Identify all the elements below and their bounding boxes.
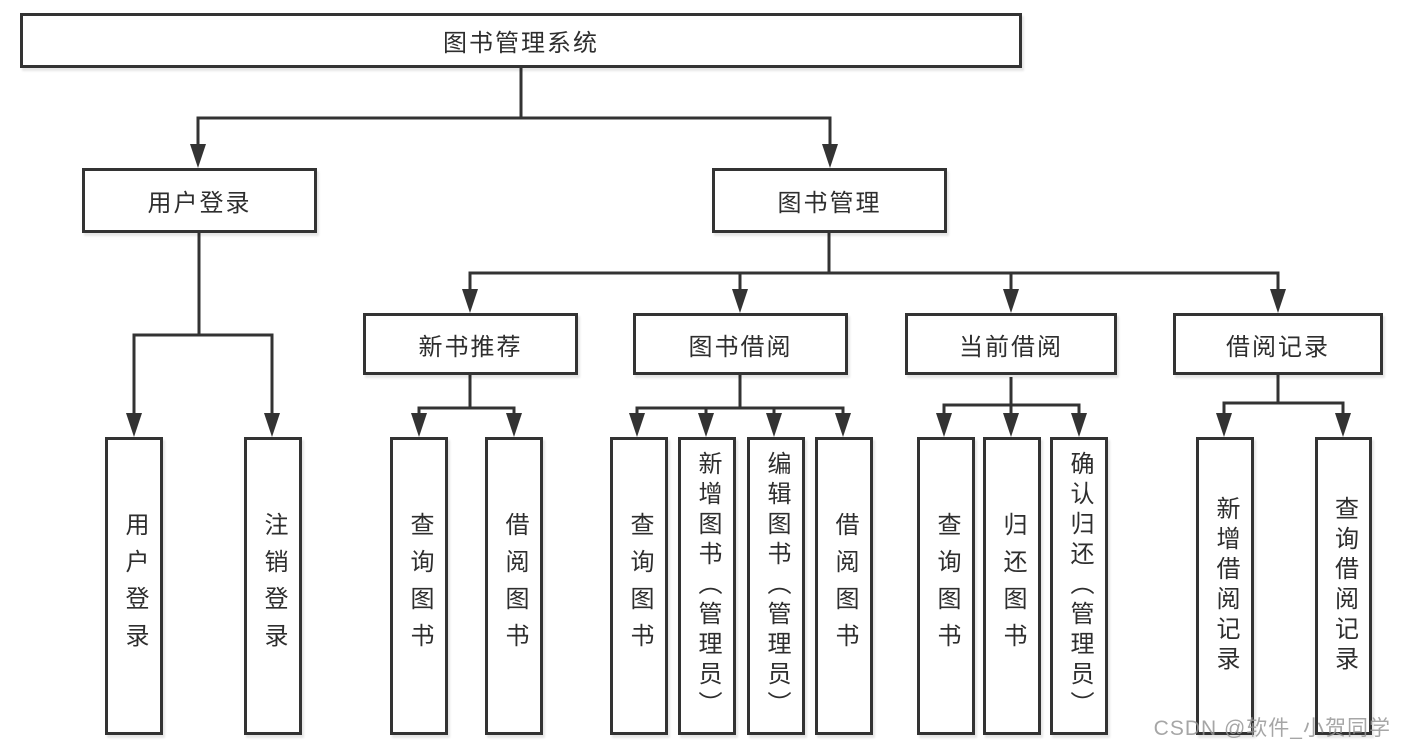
node-borrow-records: 借阅记录 (1173, 313, 1383, 375)
leaf-add-books-admin-label: 新增图书（管理员） (694, 451, 721, 721)
leaf-query-books-borrow-label: 查询图书 (626, 512, 653, 660)
leaf-borrow-books-recommend: 借阅图书 (485, 437, 543, 735)
leaf-query-books-borrow: 查询图书 (610, 437, 668, 735)
leaf-edit-books-admin-label: 编辑图书（管理员） (763, 451, 790, 721)
leaf-user-login-label: 用户登录 (121, 512, 148, 660)
node-book-borrow-label: 图书借阅 (688, 333, 793, 361)
arrowhead-icons (126, 144, 1351, 437)
leaf-user-login: 用户登录 (105, 437, 163, 735)
node-new-book-recommend: 新书推荐 (363, 313, 578, 375)
leaf-return-books-label: 归还图书 (999, 512, 1026, 660)
node-book-borrow: 图书借阅 (633, 313, 848, 375)
leaf-borrow-books-recommend-label: 借阅图书 (501, 512, 528, 660)
csdn-watermark: CSDN @软件_小贺同学 (1153, 717, 1391, 740)
node-root: 图书管理系统 (20, 13, 1022, 68)
leaf-add-borrow-record: 新增借阅记录 (1196, 437, 1254, 735)
node-current-borrow: 当前借阅 (905, 313, 1117, 375)
node-user-login: 用户登录 (82, 168, 317, 233)
leaf-edit-books-admin: 编辑图书（管理员） (747, 437, 805, 735)
leaf-add-borrow-record-label: 新增借阅记录 (1212, 496, 1239, 676)
node-new-book-recommend-label: 新书推荐 (418, 333, 523, 361)
leaf-query-borrow-record-label: 查询借阅记录 (1330, 496, 1358, 676)
node-root-label: 图书管理系统 (443, 30, 599, 57)
leaf-confirm-return-admin: 确认归还（管理员） (1050, 437, 1108, 735)
leaf-add-books-admin: 新增图书（管理员） (678, 437, 736, 735)
leaf-query-books-current-label: 查询图书 (933, 512, 960, 660)
leaf-borrow-books-label: 借阅图书 (831, 512, 858, 660)
leaf-query-books-recommend: 查询图书 (390, 437, 448, 735)
leaf-query-books-current: 查询图书 (917, 437, 975, 735)
leaf-query-books-recommend-label: 查询图书 (406, 512, 433, 660)
node-current-borrow-label: 当前借阅 (959, 333, 1063, 361)
node-user-login-label: 用户登录 (147, 190, 252, 217)
leaf-query-borrow-record: 查询借阅记录 (1315, 437, 1372, 735)
leaf-borrow-books: 借阅图书 (815, 437, 873, 735)
node-book-management-label: 图书管理 (777, 190, 882, 217)
leaf-return-books: 归还图书 (983, 437, 1041, 735)
node-borrow-records-label: 借阅记录 (1226, 333, 1330, 361)
node-book-management: 图书管理 (712, 168, 947, 233)
leaf-confirm-return-admin-label: 确认归还（管理员） (1066, 451, 1093, 721)
leaf-logout-label: 注销登录 (260, 512, 287, 660)
leaf-logout: 注销登录 (244, 437, 302, 735)
connector-shafts (132, 68, 1345, 420)
